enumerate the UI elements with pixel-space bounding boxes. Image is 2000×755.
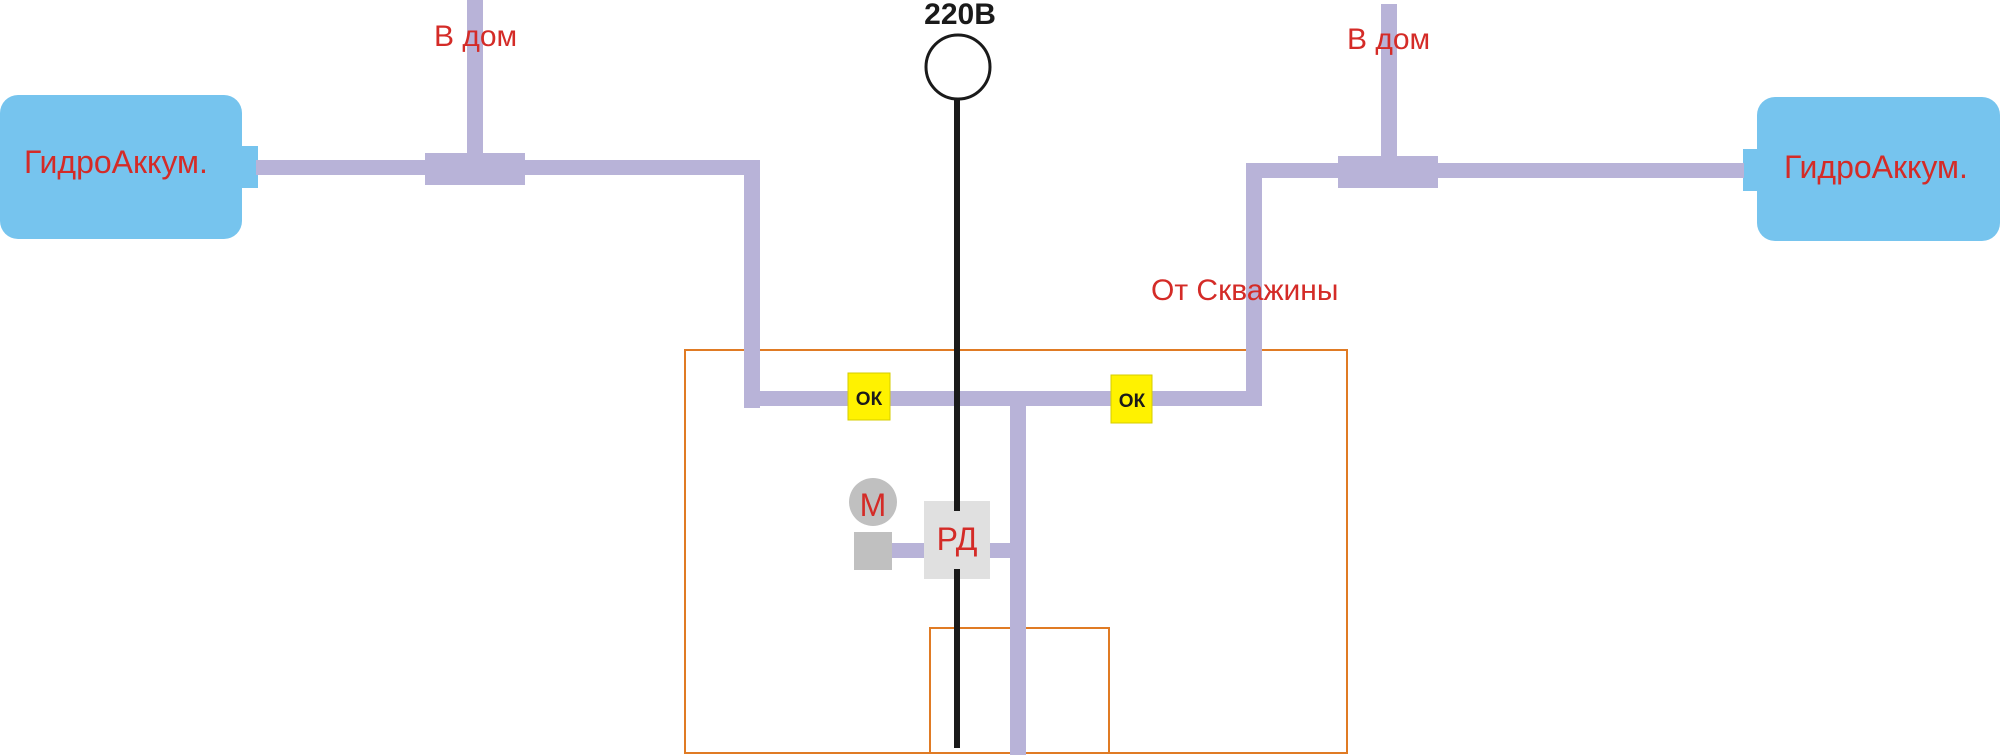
valve-left-label: ОК: [856, 389, 883, 410]
right-house-label: В дом: [1347, 23, 1430, 56]
check-valve-left: [847, 372, 891, 421]
left-house-pipe: [467, 0, 483, 160]
well-label: От Скважины: [1151, 274, 1338, 307]
pressure-switch-cable-bottom: [954, 569, 960, 579]
check-valve-right: [1110, 374, 1153, 424]
left-house-label: В дом: [434, 20, 517, 53]
left-riser-pipe: [744, 160, 760, 408]
pressure-gauge-body: [854, 532, 892, 570]
pressure-switch-cable: [954, 501, 960, 511]
voltage-label: 220В: [924, 0, 996, 31]
left-hydro-accumulator: [0, 95, 242, 239]
right-tank-label: ГидроАккум.: [1784, 149, 1968, 185]
pressure-switch: [924, 501, 990, 579]
main-down-pipe: [1010, 400, 1026, 755]
power-cable: [954, 100, 960, 748]
right-riser-pipe: [1246, 163, 1262, 405]
pressure-gauge-dial: [849, 478, 897, 526]
valve-right-label: ОК: [1119, 391, 1146, 412]
gauge-label: М: [860, 487, 887, 523]
right-house-pipe: [1381, 4, 1397, 163]
manifold-pipe: [744, 391, 1262, 406]
right-tank-nozzle: [1743, 149, 1759, 191]
pressure-switch-label: РД: [937, 521, 978, 557]
left-tee: [425, 153, 525, 185]
right-tank-pipe: [1246, 163, 1744, 178]
power-outlet-circle: [924, 33, 992, 101]
left-tank-nozzle: [242, 146, 258, 188]
right-tee: [1338, 156, 1438, 188]
right-hydro-accumulator: [1757, 97, 2000, 241]
left-tank-label: ГидроАккум.: [24, 144, 208, 180]
